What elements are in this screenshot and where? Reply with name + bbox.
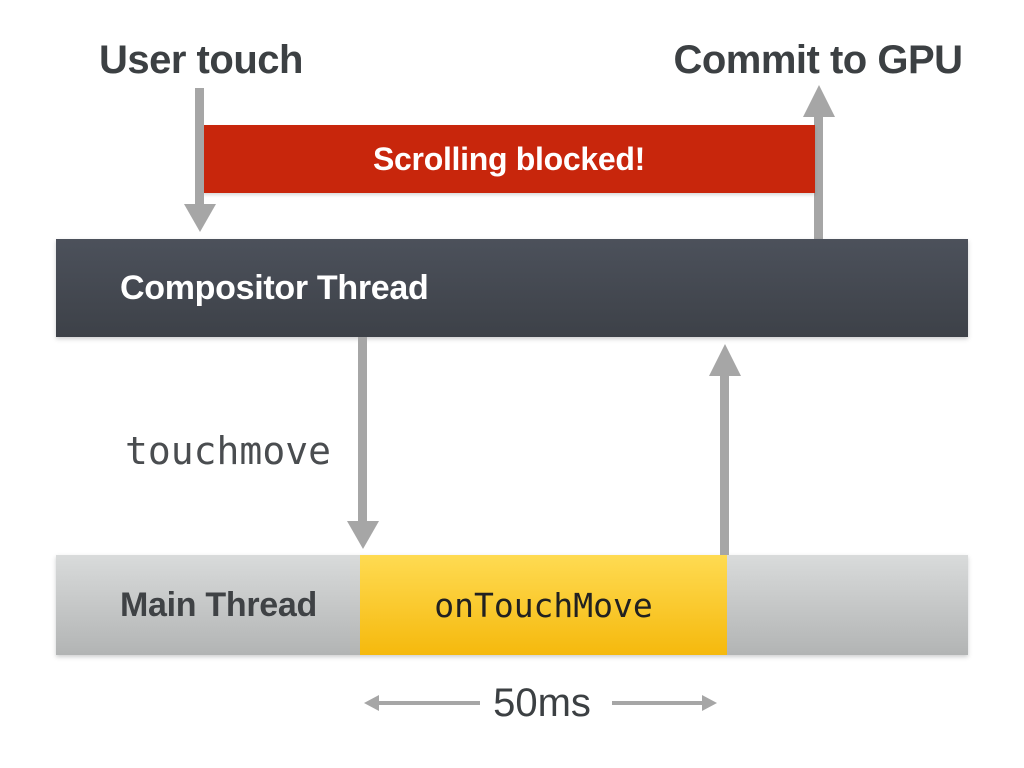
commit-to-gpu-label: Commit to GPU [673,38,963,82]
arrow-head [347,521,379,549]
duration-arrow-right-icon [702,695,717,711]
main-to-compositor-arrow-up-icon [709,344,741,555]
arrow-head [709,344,741,376]
duration-arrow-left-shaft [378,701,480,705]
user-touch-label: User touch [99,38,303,82]
main-thread-bar: Main Thread onTouchMove [56,555,968,655]
main-thread-label: Main Thread [120,586,317,624]
duration-arrow-right-shaft [612,701,702,705]
arrow-head [184,204,216,232]
touchmove-event-label: touchmove [125,429,331,473]
arrow-shaft [720,374,729,555]
duration-arrow-left-icon [364,695,379,711]
scrolling-blocked-label: Scrolling blocked! [373,140,645,177]
arrow-head [803,85,835,117]
compositor-thread-label: Compositor Thread [120,269,429,307]
duration-label: 50ms [493,681,591,725]
compositor-thread-bar: Compositor Thread [56,239,968,337]
commit-to-gpu-arrow-up-icon [803,85,835,239]
ontouchmove-task-segment: onTouchMove [360,555,727,655]
arrow-shaft [814,115,823,239]
user-touch-arrow-down-icon [184,88,216,232]
arrow-shaft [358,337,367,523]
scrolling-blocked-banner: Scrolling blocked! [203,125,815,193]
touchmove-arrow-down-icon [347,337,379,549]
arrow-shaft [195,88,204,206]
ontouchmove-label: onTouchMove [434,585,653,625]
duration-annotation: 50ms [356,680,726,726]
